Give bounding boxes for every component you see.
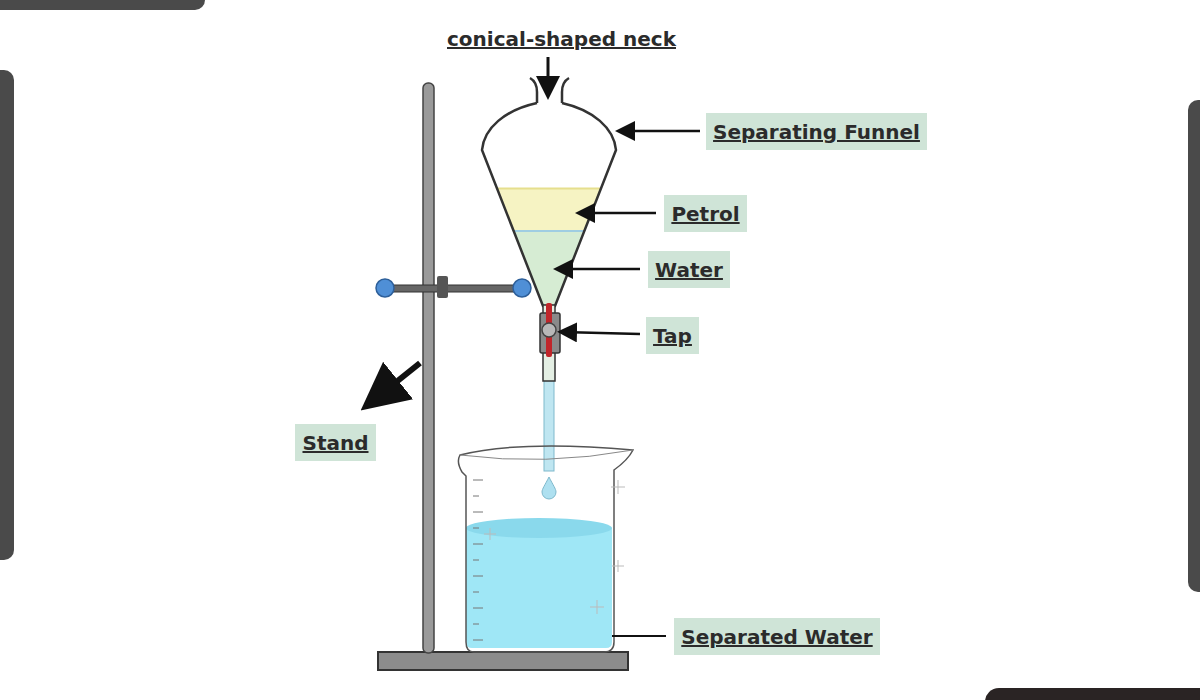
water-drop [542,477,556,499]
beaker-water [466,521,612,648]
leader-arrow [580,212,656,215]
stand-rod [423,83,434,653]
water-layer [470,231,630,311]
leader-arrow [547,57,550,94]
sparkle [484,480,625,614]
leader-arrow [562,332,640,334]
label-box: Stand [295,424,376,461]
leader-arrow [370,363,420,403]
leader-line [612,635,666,637]
scale-ticks [473,480,483,640]
interface-line [470,230,630,232]
outlet-tube [544,378,554,471]
clamp-knob [376,279,394,297]
frame-bar [0,70,14,560]
label-box: Separating Funnel [706,113,927,150]
label-text: Separated Water [681,625,872,649]
stand-base [378,652,628,670]
label-box: Separated Water [674,618,880,655]
clamp-knob [513,279,531,297]
separating-funnel [482,103,616,306]
label-text: Separating Funnel [713,120,920,144]
label-box: Petrol [664,195,747,232]
beaker-rim [460,450,633,459]
frame-bar [0,0,205,10]
frame-bar [1188,100,1200,592]
petrol-layer [470,188,630,231]
label-text: Stand [302,431,368,455]
tap-key [542,323,556,337]
clamp-block [437,276,448,298]
label-box: Water [648,251,730,288]
beaker [458,446,633,652]
clamp-arm [385,285,522,292]
label-box: Tap [646,317,699,354]
label-text: Petrol [671,202,739,226]
petrol-surface [470,188,630,190]
label-text: Water [655,258,723,282]
leader-arrow [558,268,640,271]
label-text: Tap [653,324,692,348]
water-surface [466,518,612,538]
frame-bar [985,688,1200,700]
leader-arrow [620,130,700,133]
callout-label: conical-shaped neck [447,27,676,51]
